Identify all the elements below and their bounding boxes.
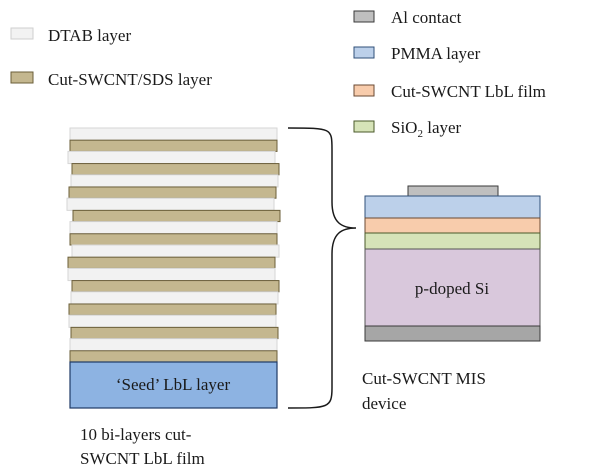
dtab-layer [69, 127, 278, 141]
device-caption-line2: device [362, 394, 406, 413]
legend-left: DTAB layer Cut-SWCNT/SDS layer [10, 26, 212, 89]
sds-layer [72, 209, 281, 223]
sds-layer [68, 303, 277, 316]
brace [287, 127, 357, 409]
device-al-contact [407, 185, 499, 197]
legend-label-dtab: DTAB layer [48, 26, 131, 45]
device-sio2-layer [364, 232, 541, 250]
sds-layer [68, 186, 277, 199]
legend-label-film: Cut-SWCNT LbL film [391, 82, 546, 101]
legend-label-pmma: PMMA layer [391, 44, 481, 63]
dtab-layer [70, 291, 279, 305]
legend-swatch-film [353, 84, 375, 97]
legend-swatch-al [353, 10, 375, 23]
sds-layer [69, 139, 278, 152]
legend-item-sio2: SiO2 layer [353, 118, 462, 140]
device-film-layer [364, 217, 541, 234]
dtab-layer [67, 150, 276, 165]
legend-label-sio2-sub: 2 [417, 128, 423, 140]
legend-right: Al contact PMMA layer Cut-SWCNT LbL film… [353, 8, 546, 140]
legend-item-sds: Cut-SWCNT/SDS layer [10, 70, 212, 89]
sds-layer [70, 326, 279, 340]
legend-item-pmma: PMMA layer [353, 44, 481, 63]
legend-label-sio2-tail: layer [423, 118, 462, 137]
device-back-contact [364, 325, 541, 342]
sds-layer [67, 256, 276, 269]
sds-layer [69, 350, 278, 363]
sds-layer [71, 163, 280, 176]
device-substrate-label: p-doped Si [415, 279, 489, 298]
device-pmma-layer [364, 195, 541, 219]
legend-swatch-sds [10, 71, 34, 84]
sds-layer [71, 280, 280, 293]
legend-label-sds: Cut-SWCNT/SDS layer [48, 70, 212, 89]
sds-layer [69, 233, 278, 246]
device-caption-line1: Cut-SWCNT MIS [362, 369, 486, 388]
film-stack [66, 127, 281, 363]
legend-label-sio2-main: SiO [391, 118, 417, 137]
seed-layer-label: ‘Seed’ LbL layer [116, 375, 231, 394]
dtab-layer [69, 221, 278, 235]
legend-item-dtab: DTAB layer [10, 26, 131, 45]
device-si-substrate [364, 248, 541, 327]
legend-swatch-sio2 [353, 120, 375, 133]
film-caption-line2: SWCNT LbL film [80, 449, 205, 468]
legend-item-al: Al contact [353, 8, 462, 27]
seed-layer [69, 361, 278, 409]
dtab-layer [67, 267, 276, 282]
dtab-layer [69, 338, 278, 352]
mis-device: p-doped Si [364, 185, 541, 342]
dtab-layer [66, 197, 275, 211]
legend-swatch-dtab [10, 27, 34, 40]
dtab-layer [68, 314, 277, 328]
dtab-layer [71, 244, 280, 258]
dtab-layer [70, 174, 279, 188]
film-caption-line1: 10 bi-layers cut- [80, 425, 192, 444]
legend-swatch-pmma [353, 46, 375, 59]
legend-item-film: Cut-SWCNT LbL film [353, 82, 546, 101]
legend-label-sio2: SiO2 layer [391, 118, 462, 140]
legend-label-al: Al contact [391, 8, 462, 27]
